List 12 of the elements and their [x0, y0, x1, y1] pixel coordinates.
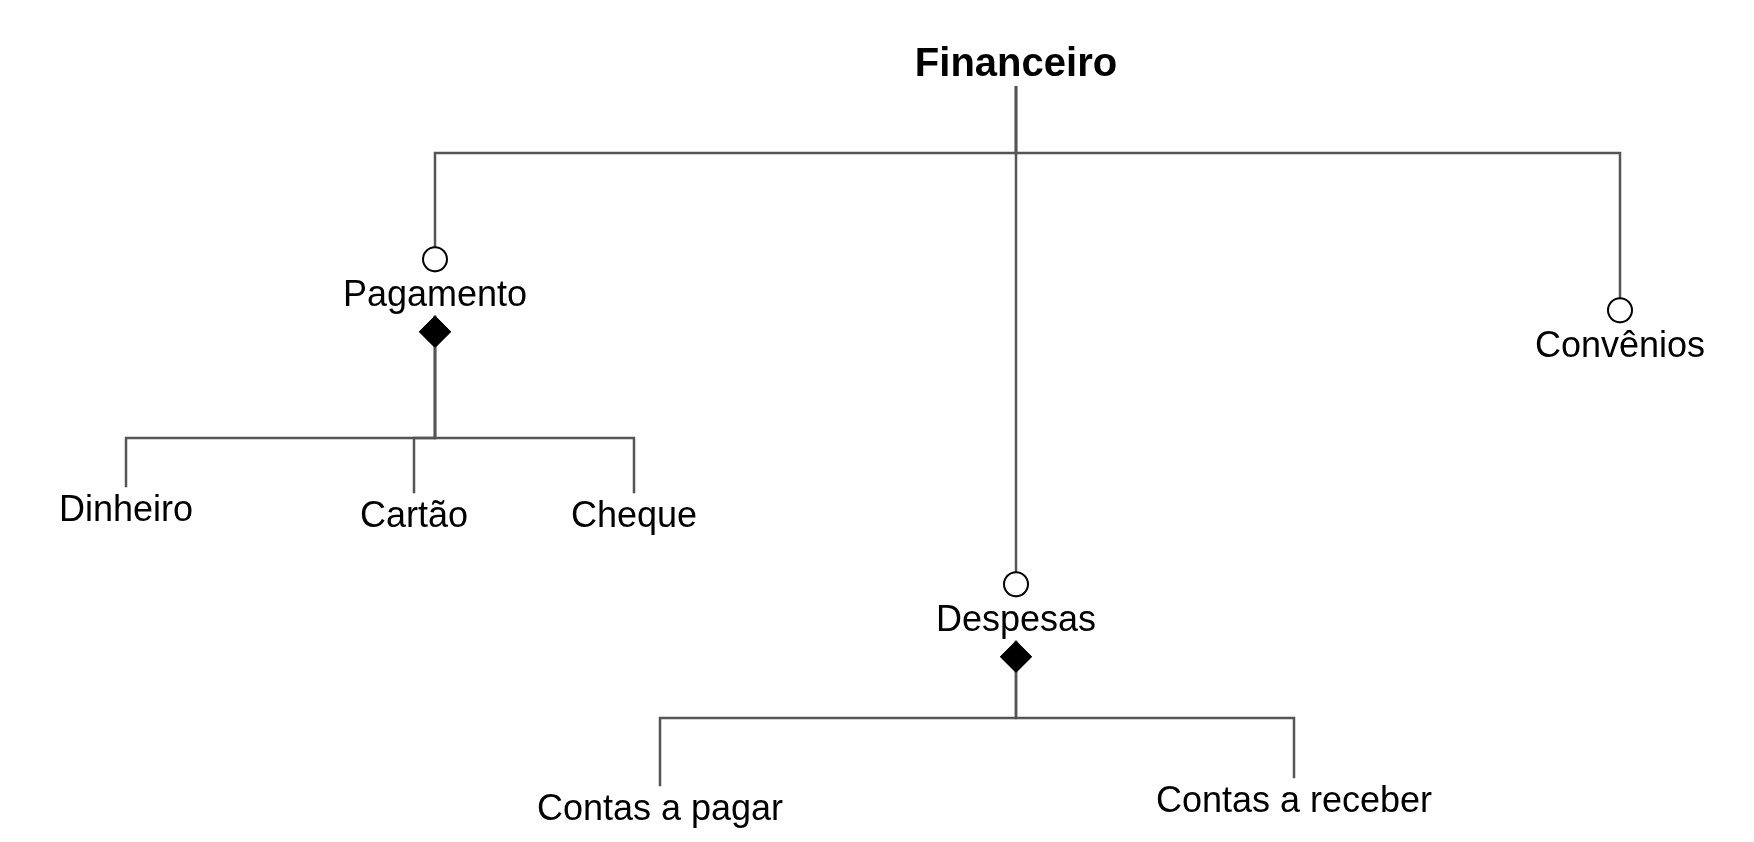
feature-label: Cheque	[570, 495, 698, 535]
feature-label: Contas a pagar	[536, 788, 784, 828]
feature-label: Convênios	[1534, 325, 1706, 365]
root-feature-label: Financeiro	[914, 40, 1118, 84]
connector-line	[419, 315, 636, 494]
connector-line	[1000, 640, 1296, 779]
feature-label: Despesas	[935, 599, 1097, 639]
connector-line	[1014, 86, 1633, 324]
feature-label: Dinheiro	[58, 489, 194, 529]
feature-label: Pagamento	[342, 274, 528, 314]
feature-label: Contas a receber	[1155, 780, 1433, 820]
feature-label: Cartão	[359, 495, 469, 535]
